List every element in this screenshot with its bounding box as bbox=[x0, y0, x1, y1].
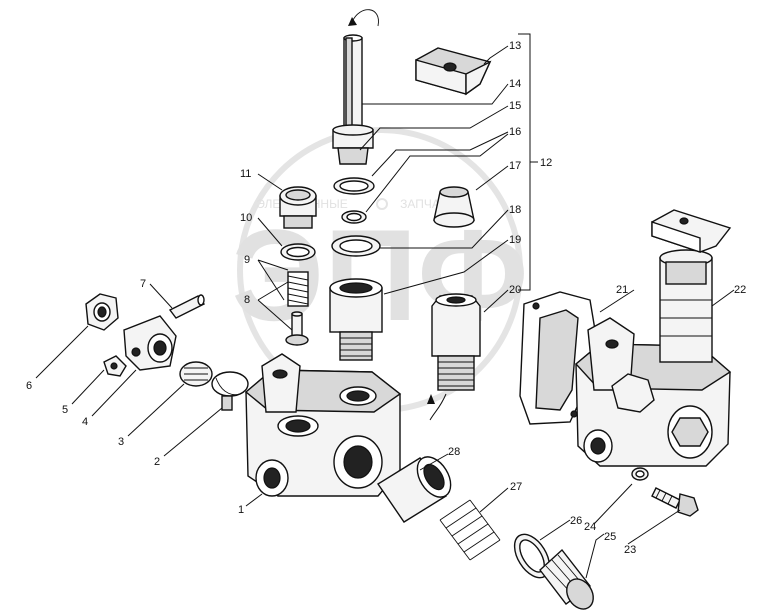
part-bolt-23 bbox=[651, 487, 699, 517]
part-housing-4 bbox=[123, 315, 177, 371]
callout-24: 24 bbox=[584, 521, 596, 533]
callout-6: 6 bbox=[26, 380, 32, 392]
part-spring-9 bbox=[287, 271, 309, 307]
callout-25: 25 bbox=[604, 531, 616, 543]
callout-22: 22 bbox=[734, 284, 746, 296]
callout-2: 2 bbox=[154, 456, 160, 468]
rotation-arrow bbox=[351, 9, 379, 27]
callout-16: 16 bbox=[509, 126, 521, 138]
callout-18: 18 bbox=[509, 204, 521, 216]
part-body-1 bbox=[244, 353, 402, 497]
callout-11: 11 bbox=[240, 168, 251, 180]
callout-1: 1 bbox=[238, 504, 244, 516]
callout-21: 21 bbox=[616, 284, 628, 296]
callout-4: 4 bbox=[82, 416, 88, 428]
part-valve-8 bbox=[285, 311, 309, 346]
callout-14: 14 bbox=[509, 78, 521, 90]
leader-lines bbox=[35, 45, 735, 579]
part-plug-25 bbox=[539, 548, 594, 610]
callout-26: 26 bbox=[570, 515, 582, 527]
part-clip-5 bbox=[103, 355, 127, 377]
callout-5: 5 bbox=[62, 404, 68, 416]
callout-12: 12 bbox=[540, 157, 552, 169]
callout-8: 8 bbox=[244, 294, 250, 306]
part-nut-20 bbox=[431, 293, 481, 391]
part-plate-13 bbox=[415, 47, 492, 96]
callout-19: 19 bbox=[509, 234, 521, 246]
part-valve-3 bbox=[179, 361, 213, 387]
callout-17: 17 bbox=[509, 160, 521, 172]
gear-icon bbox=[376, 198, 388, 210]
callout-7: 7 bbox=[140, 278, 146, 290]
part-cap-17 bbox=[433, 186, 475, 228]
callout-15: 15 bbox=[509, 100, 521, 112]
bracket-12 bbox=[518, 33, 538, 291]
part-spring-2 bbox=[211, 371, 249, 411]
callout-13: 13 bbox=[509, 40, 521, 52]
callout-28: 28 bbox=[448, 446, 460, 458]
part-pump-assembly-22 bbox=[574, 209, 732, 467]
callout-20: 20 bbox=[509, 284, 521, 296]
part-plug-11 bbox=[279, 186, 317, 229]
part-pin-7 bbox=[168, 294, 206, 319]
part-nut-6 bbox=[85, 293, 119, 331]
part-plunger-14 bbox=[332, 34, 374, 165]
callout-9: 9 bbox=[244, 254, 250, 266]
callout-23: 23 bbox=[624, 544, 636, 556]
callout-3: 3 bbox=[118, 436, 124, 448]
part-spring-27 bbox=[439, 499, 501, 561]
callout-27: 27 bbox=[510, 481, 522, 493]
part-ring-26 bbox=[513, 533, 551, 579]
part-sleeve-19 bbox=[329, 278, 383, 361]
callout-10: 10 bbox=[240, 212, 252, 224]
rotation-arrow-head bbox=[348, 17, 357, 26]
callout-labels: 13 14 15 16 17 12 18 19 20 21 22 11 10 9… bbox=[26, 40, 746, 556]
assembly-arrow bbox=[429, 393, 447, 421]
